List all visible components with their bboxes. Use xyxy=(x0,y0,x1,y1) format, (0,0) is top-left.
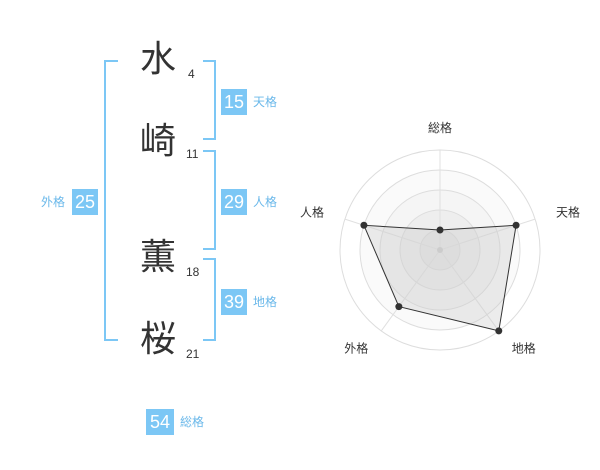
stroke-count-2: 11 xyxy=(186,147,199,161)
radar-axis-label-2: 天格 xyxy=(556,204,580,219)
radar-point-2 xyxy=(512,221,520,229)
chikaku-bracket xyxy=(203,258,216,341)
radar-point-3 xyxy=(495,327,503,335)
name-char-1: 水 xyxy=(140,39,177,80)
soukaku-label: 総格 xyxy=(180,415,205,429)
tenkaku-value: 15 xyxy=(221,89,247,115)
radar-point-5 xyxy=(360,221,368,229)
radar-axis-label-3: 地格 xyxy=(512,341,536,356)
radar-axis-label-4: 外格 xyxy=(344,341,368,356)
gaikaku-label: 外格 xyxy=(41,195,66,209)
name-char-2: 崎 xyxy=(140,121,177,162)
radar-spoke-3 xyxy=(439,249,500,332)
chikaku-label: 地格 xyxy=(253,295,278,309)
name-char-3: 薫 xyxy=(140,237,177,278)
chikaku-value: 39 xyxy=(221,289,247,315)
radar-series-polygon xyxy=(363,224,517,332)
jinkaku-label: 人格 xyxy=(253,195,278,209)
tenkaku-label: 天格 xyxy=(253,95,278,109)
gaikaku-bracket xyxy=(104,60,118,341)
jinkaku-bracket xyxy=(203,150,216,250)
tenkaku-bracket xyxy=(203,60,216,140)
radar-spoke-4 xyxy=(380,249,441,332)
stroke-count-3: 18 xyxy=(186,265,200,279)
gaikaku-value: 25 xyxy=(72,189,98,215)
radar-point-4 xyxy=(395,303,403,311)
radar-center-dot xyxy=(437,247,443,253)
stroke-count-1: 4 xyxy=(188,67,195,81)
radar-axis-label-1: 総格 xyxy=(428,120,452,135)
jinkaku-value: 29 xyxy=(221,189,247,215)
name-char-4: 桜 xyxy=(140,319,177,360)
soukaku-value: 54 xyxy=(146,409,174,435)
stroke-count-4: 21 xyxy=(186,347,200,361)
radar-axis-label-5: 人格 xyxy=(300,204,324,219)
radar-point-1 xyxy=(436,226,444,234)
